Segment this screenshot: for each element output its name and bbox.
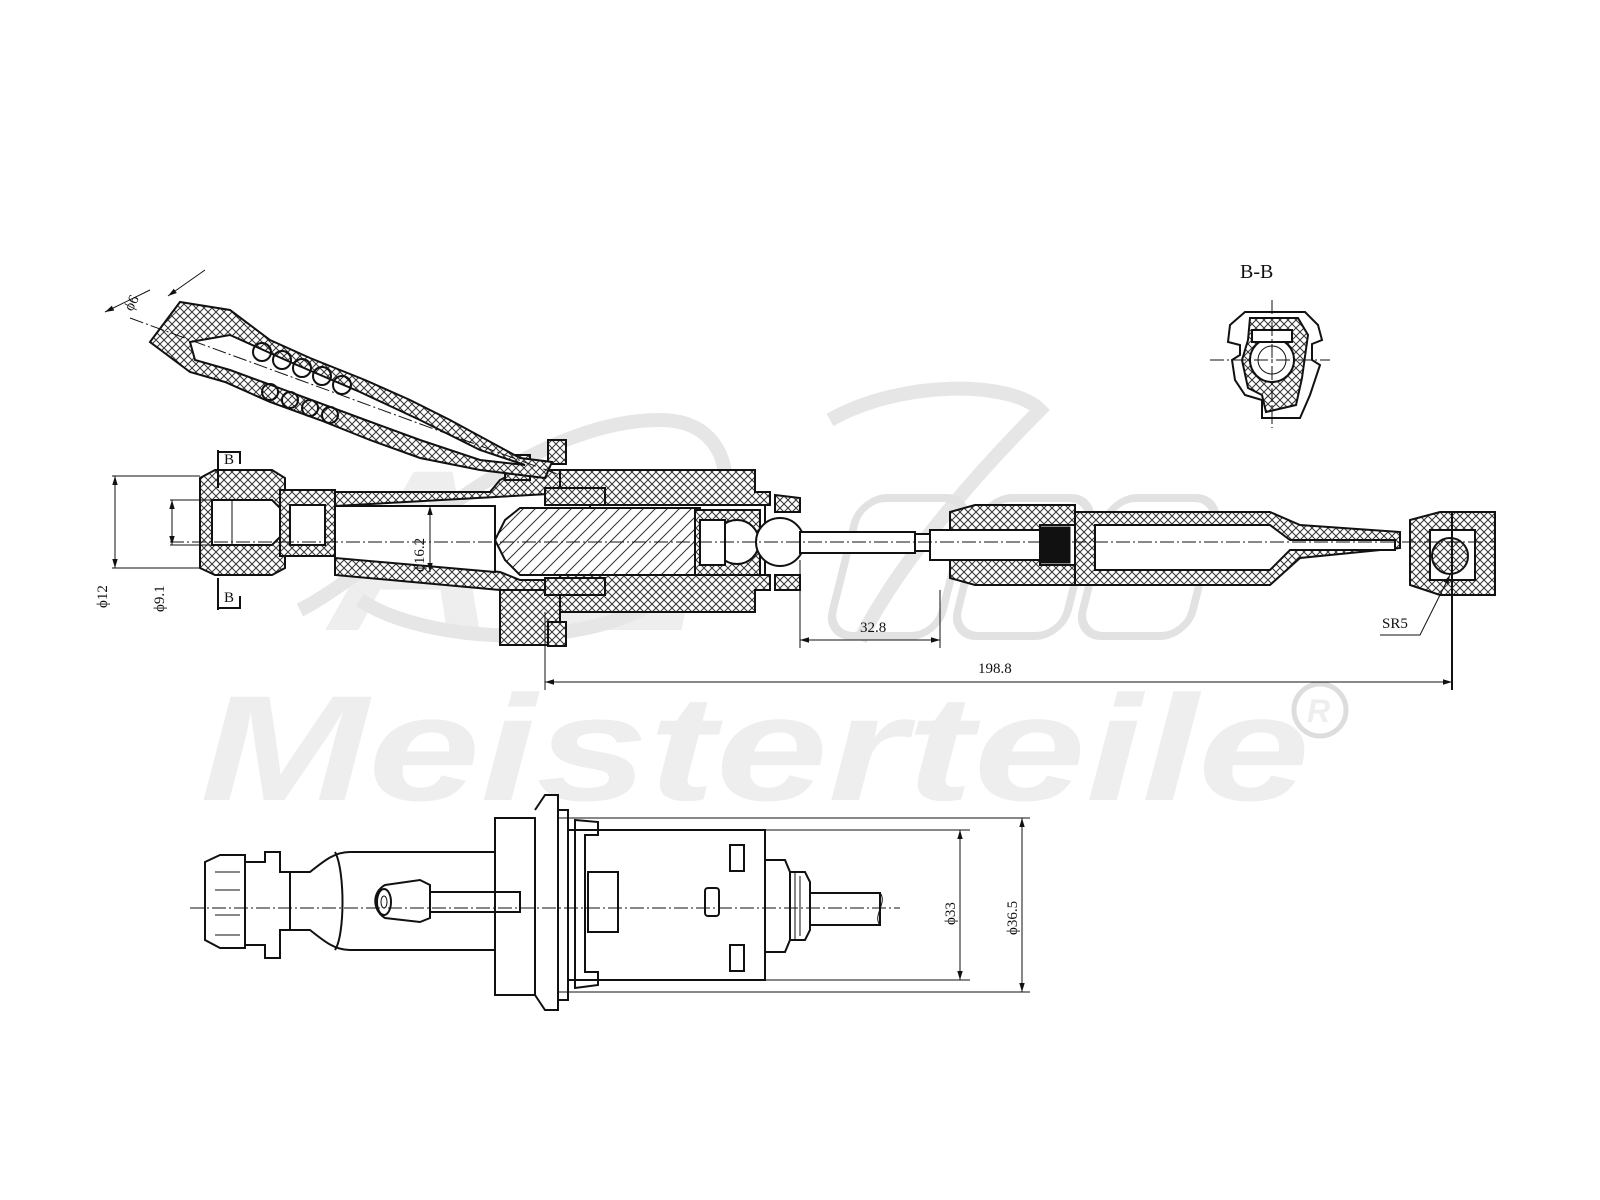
inlet-nut [204,854,246,949]
dim-port-inner-diameter: ϕ9.1 [152,585,168,612]
push-rod [799,504,1401,586]
dust-boot [764,859,791,953]
cut-marker-bottom: B [224,590,234,606]
section-b-b-view: B-B [1210,261,1330,428]
reservoir-hose [148,300,554,480]
push-rod-exterior [810,892,881,926]
dim-bore-diameter: ϕ16.2 [412,538,428,572]
master-cylinder-section: B B [129,300,1496,690]
dim-flange-diameter: ϕ36.5 [1005,901,1021,935]
watermark-registered-letter: R [1307,693,1330,729]
inlet-port-fitting: B B [199,450,336,610]
dimension-lines: ϕ6 ϕ12 ϕ9.1 ϕ16.2 32.8 198.8 SR5 [95,269,1452,690]
dim-port-outer-diameter: ϕ12 [95,585,111,608]
master-cylinder-exterior: ϕ33 ϕ36.5 [190,794,1030,1011]
section-title: B-B [1240,261,1273,283]
inlet-collar [244,851,291,959]
watermark-brand: Meisterteile [200,664,1310,832]
ball-end [1409,511,1496,690]
dim-overall-length: 198.8 [978,661,1012,677]
dim-ball-radius: SR5 [1382,616,1408,632]
cylinder-neck [290,851,496,951]
dim-body-diameter: ϕ33 [943,902,959,925]
housing-window [587,871,619,933]
hose-corrugations [252,342,352,424]
watermark: A.Z Meisterteile R [200,381,1349,832]
cylinder-housing [567,829,766,981]
hose-centerline [129,317,561,476]
dim-rod-stroke: 32.8 [860,620,886,636]
cut-marker-top: B [224,452,234,468]
mounting-flange [494,817,536,996]
dim-hose-diameter: ϕ6 [121,292,143,314]
